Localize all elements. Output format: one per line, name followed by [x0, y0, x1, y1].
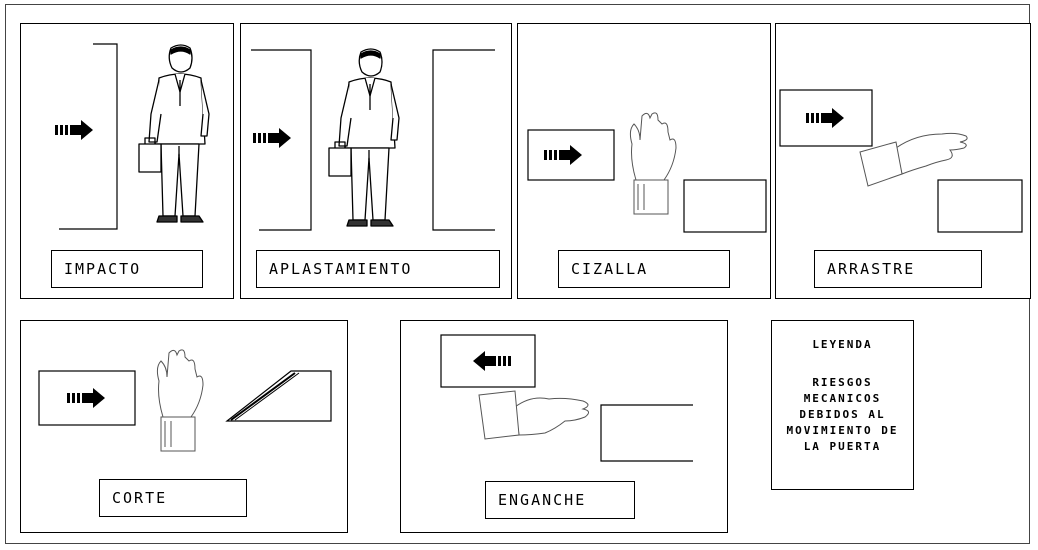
hand-icon — [859, 132, 968, 187]
arrow-right-icon — [55, 120, 93, 140]
panel-arrastre: ARRASTRE — [775, 23, 1031, 299]
enganche-illustration — [440, 334, 693, 462]
corte-illustration — [38, 349, 332, 452]
aplastamiento-illustration — [251, 48, 495, 231]
hand-icon — [156, 349, 204, 452]
impacto-illustration — [55, 43, 210, 230]
panel-aplastamiento: APLASTAMIENTO — [240, 23, 512, 299]
legend-title: LEYENDA — [812, 338, 873, 351]
panel-impacto: IMPACTO — [20, 23, 234, 299]
arrastre-illustration — [779, 89, 1023, 233]
legend-box: LEYENDA RIESGOS MECANICOS DEBIDOS AL MOV… — [771, 320, 914, 490]
panel-corte: CORTE — [20, 320, 348, 533]
panel-enganche: ENGANCHE — [400, 320, 728, 533]
label-impacto: IMPACTO — [51, 250, 203, 288]
person-icon — [138, 44, 210, 223]
label-arrastre: ARRASTRE — [814, 250, 982, 288]
arrow-right-icon — [253, 128, 291, 148]
cizalla-illustration — [527, 112, 767, 233]
label-aplastamiento: APLASTAMIENTO — [256, 250, 500, 288]
person-icon — [328, 48, 400, 227]
label-enganche: ENGANCHE — [485, 481, 635, 519]
legend-body: RIESGOS MECANICOS DEBIDOS AL MOVIMIENTO … — [786, 376, 899, 453]
panel-cizalla: CIZALLA — [517, 23, 771, 299]
hand-icon — [629, 112, 677, 215]
label-corte: CORTE — [99, 479, 247, 517]
label-cizalla: CIZALLA — [558, 250, 730, 288]
